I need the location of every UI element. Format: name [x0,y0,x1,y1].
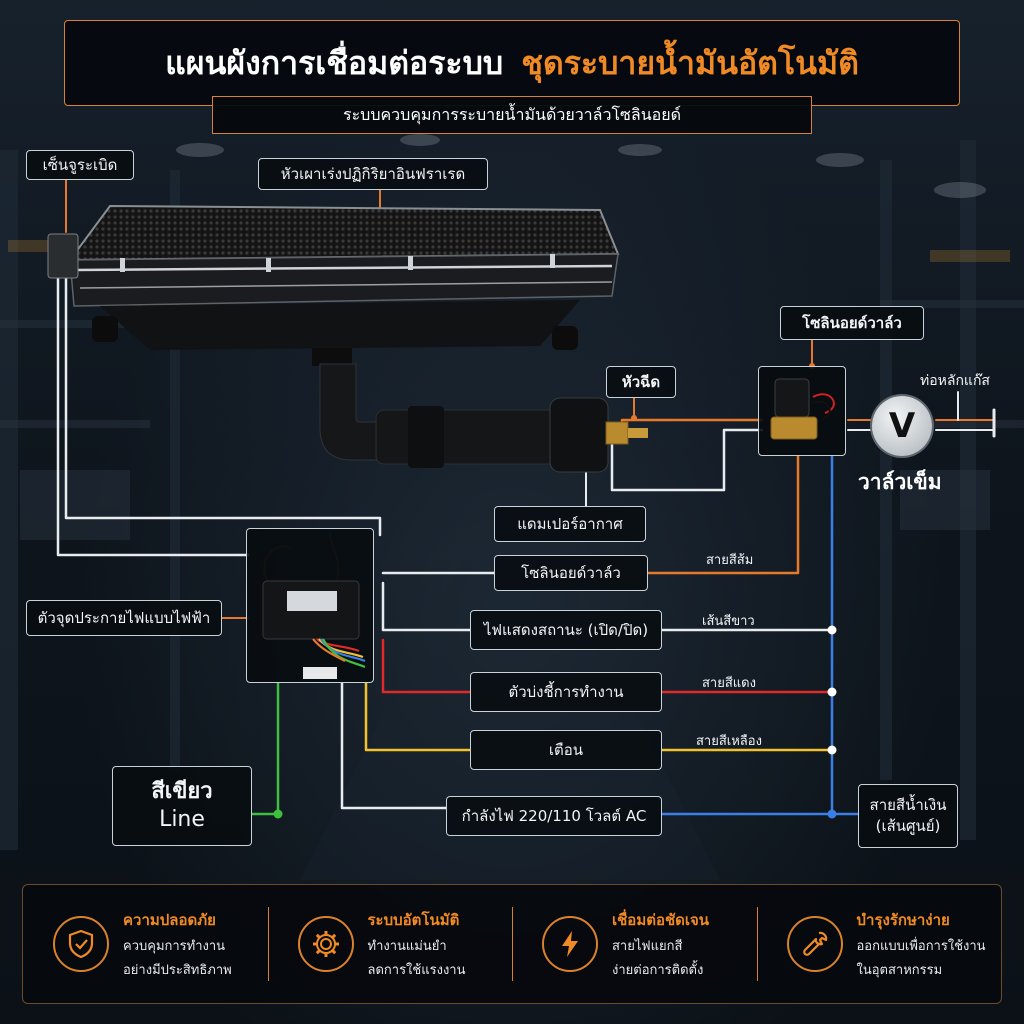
wiring-label-indicator: ตัวบ่งชี้การทำงาน [470,672,662,712]
wire-orange: สายสีส้ม [706,553,754,568]
wiring-label-solenoid: โซลินอยด์วาล์ว [494,555,648,591]
feature-automation: ระบบอัตโนมัติ ทำงานแม่นยำ ลดการใช้แรงงาน [267,885,513,1003]
feature-maintenance: บำรุงรักษาง่าย ออกแบบเพื่อการใช้งาน ในอุ… [756,885,1002,1003]
green-line-sub: Line [159,807,205,832]
needle-valve-label: วาล์วเข็ม [858,470,942,494]
feature-desc: ควบคุมการทำงาน [123,939,226,954]
wire-yellow: สายสีเหลือง [696,734,762,749]
title-accent: ชุดระบายน้ำมันอัตโนมัติ [521,43,859,82]
solenoid-valve-illustration [758,366,846,456]
feature-connection: เชื่อมต่อชัดเจน สายไฟแยกสี ง่ายต่อการติด… [512,885,757,1003]
feature-desc: อย่างมีประสิทธิภาพ [123,963,232,978]
title-main: แผนผังการเชื่อมต่อระบบ [165,43,504,82]
feature-desc: ง่ายต่อการติดตั้ง [612,963,704,978]
needle-valve-symbol: V [872,396,932,456]
infrared-burner-illustration [47,204,620,350]
thermocouple-label: เซ็นจูระเบิด [26,150,134,180]
wiring-label-power: กำลังไฟ 220/110 โวลต์ AC [446,796,662,836]
gas-main-label: ท่อหลักแก๊ส [920,373,990,389]
wire-red: สายสีแดง [702,676,756,691]
title-banner: แผนผังการเชื่อมต่อระบบ ชุดระบายน้ำมันอัต… [64,20,960,106]
feature-safety: ความปลอดภัย ควบคุมการทำงาน อย่างมีประสิท… [23,885,268,1003]
neutral-box: สายสีน้ำเงิน (เส้นศูนย์) [858,784,958,848]
feature-title: บำรุงรักษาง่าย [856,911,950,929]
burner-label: หัวเผาเร่งปฏิกิริยาอินฟราเรด [258,158,488,190]
feature-title: เชื่อมต่อชัดเจน [612,911,710,929]
feature-title: ความปลอดภัย [123,911,216,929]
wiring-label-status: ไฟแสดงสถานะ (เปิด/ปิด) [470,610,662,650]
wrench-icon [786,916,843,972]
neutral-text: สายสีน้ำเงิน [869,796,947,814]
feature-desc: ลดการใช้แรงงาน [367,963,466,978]
neutral-sub: (เส้นศูนย์) [875,817,941,835]
feature-desc: ในอุตสาหกรรม [856,963,943,978]
solenoid-valve-top-label: โซลินอยด์วาล์ว [780,306,924,340]
green-line-box: สีเขียว Line [112,766,252,846]
gear-icon [297,916,354,972]
subtitle: ระบบควบคุมการระบายน้ำมันด้วยวาล์วโซลินอย… [212,96,812,134]
feature-desc: ทำงานแม่นยำ [367,939,447,954]
wiring-label-alarm: เตือน [470,730,662,770]
feature-title: ระบบอัตโนมัติ [367,911,460,929]
green-line-text: สีเขียว [151,779,213,804]
burner-pipe-illustration [312,348,648,473]
feature-bar: ความปลอดภัย ควบคุมการทำงาน อย่างมีประสิท… [22,884,1002,1004]
feature-desc: สายไฟแยกสี [612,939,683,954]
nozzle-label: หัวฉีด [606,366,676,398]
wire-white: เส้นสีขาว [702,614,755,629]
lightning-icon [542,916,598,972]
air-damper-label: แดมเปอร์อากาศ [494,506,646,542]
igniter-illustration [246,528,374,683]
shield-check-icon [53,916,109,972]
needle-valve-letter: V [888,406,916,446]
igniter-label: ตัวจุดประกายไฟแบบไฟฟ้า [26,600,222,636]
feature-desc: ออกแบบเพื่อการใช้งาน [856,939,986,954]
